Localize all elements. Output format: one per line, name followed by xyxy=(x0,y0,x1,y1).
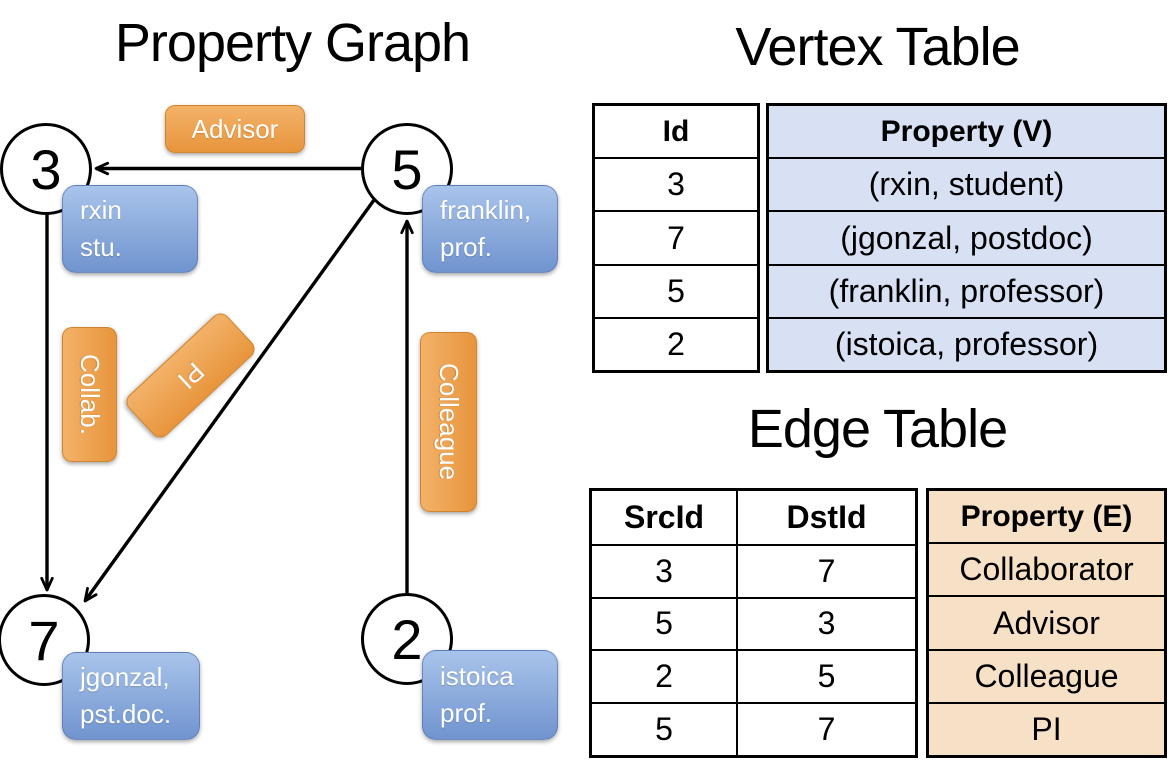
edge-table-id-columns: SrcId DstId 3 7 5 3 2 5 5 7 xyxy=(589,488,918,758)
vertex-table-id-cell: 7 xyxy=(595,210,757,263)
edge-table-srcid-cell: 5 xyxy=(592,702,738,755)
edge-table-srcid-cell: 3 xyxy=(592,543,738,597)
vertex-label-line: prof. xyxy=(440,232,493,262)
vertex-label-istoica: istoica prof. xyxy=(422,650,558,740)
vertex-table-header-id: Id xyxy=(662,114,690,148)
vertex-table-property-cell: (rxin, student) xyxy=(769,157,1164,211)
edge-table-title: Edge Table xyxy=(747,399,1008,459)
vertex-table-property-cell: (jgonzal, postdoc) xyxy=(769,210,1164,264)
edge-table-dstid-cell: 7 xyxy=(738,543,915,597)
vertex-table-id-cell: 3 xyxy=(595,157,757,210)
edge-table-srcid-cell: 5 xyxy=(592,596,738,650)
edge-table-dstid-cell: 3 xyxy=(738,596,915,650)
edge-table-dstid-cell: 7 xyxy=(738,702,915,755)
vertex-label-line: prof. xyxy=(440,698,493,728)
vertex-table-id-cell: 5 xyxy=(595,263,757,317)
edge-table-property-cell: Colleague xyxy=(929,648,1164,702)
edge-table-property-cell: PI xyxy=(929,701,1164,756)
vertex-table-title: Vertex Table xyxy=(735,17,1020,77)
vertex-label-line: jgonzal, xyxy=(80,662,170,693)
vertex-label-rxin: rxin stu. xyxy=(62,185,198,273)
vertex-node-3: 3 xyxy=(0,123,92,215)
edge-table-header-property: Property (E) xyxy=(929,491,1164,543)
vertex-table-header-property: Property (V) xyxy=(769,106,1164,158)
edge-table-dstid-cell: 5 xyxy=(738,649,915,702)
edge-table-srcid-cell: 2 xyxy=(592,649,738,703)
edge-label-advisor: Advisor xyxy=(165,105,305,153)
vertex-table-id-cell: 2 xyxy=(595,316,757,370)
edge-label-pi: PI xyxy=(122,309,259,442)
vertex-label-line: istoica xyxy=(440,661,514,692)
edge-table-header-dstid: DstId xyxy=(786,498,867,535)
vertex-label-jgonzal: jgonzal, pst.doc. xyxy=(62,652,200,740)
vertex-label-line: franklin, xyxy=(440,195,532,226)
edge-label-colleague: Colleague xyxy=(420,332,477,512)
vertex-table-property-cell: (franklin, professor) xyxy=(769,263,1164,317)
vertex-label-line: pst.doc. xyxy=(80,699,172,729)
vertex-label-line: stu. xyxy=(80,232,122,262)
edge-table-property-cell: Collaborator xyxy=(929,542,1164,596)
vertex-table-id-column: Id 3 7 5 2 xyxy=(592,103,760,373)
edge-table-property-cell: Advisor xyxy=(929,595,1164,649)
vertex-node-5: 5 xyxy=(361,123,453,215)
edge-table-property-column: Property (E) Collaborator Advisor Collea… xyxy=(926,488,1167,758)
vertex-label-line: rxin xyxy=(80,195,122,226)
vertex-table-property-cell: (istoica, professor) xyxy=(769,316,1164,371)
edge-table-header-srcid: SrcId xyxy=(592,491,738,544)
property-graph-title: Property Graph xyxy=(114,13,471,73)
vertex-table-property-column: Property (V) (rxin, student) (jgonzal, p… xyxy=(766,103,1167,373)
edge-label-collab: Collab. xyxy=(62,327,117,462)
vertex-label-franklin: franklin, prof. xyxy=(422,185,558,273)
